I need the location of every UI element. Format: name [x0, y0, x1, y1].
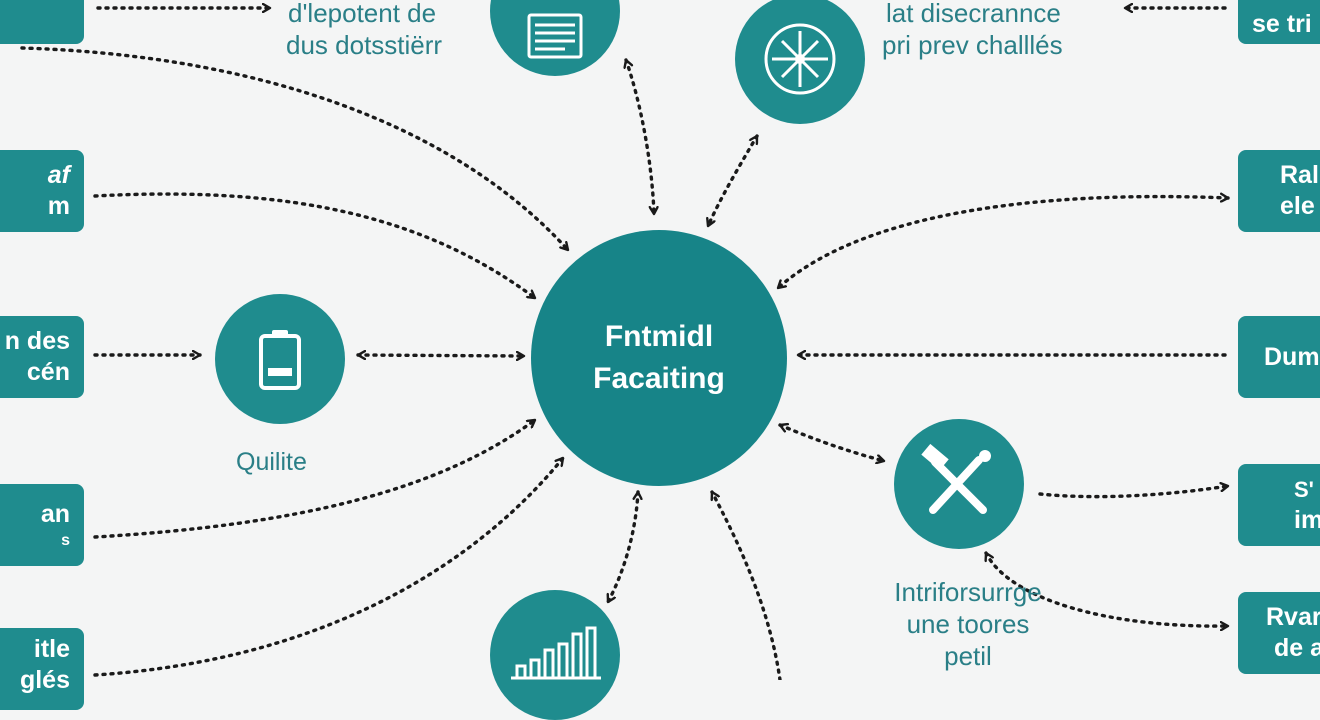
left-box-3: n des cén: [0, 316, 84, 398]
left-box-3-line2: cén: [26, 358, 70, 386]
connector-layer: [20, 0, 1230, 680]
left-box-5-line1: itle: [33, 635, 70, 663]
central-hub: Fntmidl Facaiting: [531, 230, 787, 486]
left-box-4-line2: s: [61, 531, 70, 549]
label-quilite-text: Quilite: [236, 448, 307, 476]
left-box-5: itle glés: [0, 628, 84, 710]
arrow-hub-tools: [778, 425, 886, 461]
right-box-5-line1: Rvar: [1266, 603, 1320, 631]
arrow-compass-hub: [708, 134, 759, 228]
arrow-clipboard-hub: [356, 355, 526, 356]
arrow-tools-right5: [984, 551, 1230, 626]
right-box-4-line1: S': [1294, 477, 1314, 502]
arrow-doc-hub: [626, 58, 654, 216]
label-bottom-right-line1: Intriforsurrge: [894, 577, 1042, 607]
left-box-2: af m: [0, 150, 84, 232]
right-box-1-line1: se tri: [1252, 10, 1312, 38]
crossed-tools-icon: [921, 444, 991, 514]
arrow-left2-to-hub: [93, 192, 537, 300]
arrow-hub-down: [710, 490, 782, 680]
left-box-2-line2: m: [47, 192, 70, 220]
hub-title-line2: Facaiting: [593, 362, 725, 395]
right-box-2: Ral ele: [1238, 150, 1320, 232]
tools-circle: [894, 419, 1024, 549]
left-box-3-line1: n des: [4, 327, 70, 355]
label-bottom-right: Intriforsurrge une toores petil: [858, 576, 1078, 672]
clipboard-circle: [215, 294, 345, 424]
label-bottom-right-line3: petil: [944, 641, 992, 671]
right-box-5: Rvar de a: [1238, 592, 1320, 674]
compass-icon: [764, 23, 836, 95]
right-box-3-line1: Dum: [1264, 342, 1320, 371]
arrow-tools-to-right4: [1038, 486, 1230, 499]
label-top-right-line1: lat disecrannce: [886, 0, 1061, 28]
hub-title-line1: Fntmidl: [604, 320, 714, 353]
label-quilite: Quilite: [236, 446, 307, 478]
right-box-4: S' im: [1238, 464, 1320, 546]
chart-circle: [490, 590, 620, 720]
label-bottom-right-line2: une toores: [906, 609, 1030, 639]
arrow-left4-to-hub: [93, 418, 537, 539]
right-box-2-line2: ele: [1280, 192, 1315, 220]
arrow-right2-hub: [776, 197, 1230, 290]
arrow-left5-to-hub: [93, 456, 565, 677]
label-top-left-line2: dus dotsstiërr: [286, 30, 443, 60]
label-top-right-line2: pri prev challlés: [882, 30, 1063, 60]
label-top-left-line1: d'lepotent de: [288, 0, 437, 28]
left-box-2-line1: af: [47, 161, 70, 189]
bar-chart-icon: [511, 626, 601, 680]
right-box-2-line1: Ral: [1280, 161, 1319, 189]
document-icon: [527, 13, 583, 59]
left-box-5-line2: glés: [19, 666, 70, 694]
compass-circle: [735, 0, 865, 124]
right-box-4-line2: im: [1294, 506, 1320, 534]
left-box-1: [0, 0, 84, 44]
arrow-hub-chart: [606, 490, 638, 604]
left-box-4: an s: [0, 484, 84, 566]
clipboard-icon: [259, 330, 301, 390]
right-box-3: Dum: [1238, 316, 1320, 398]
arrow-top-left-to-hub: [20, 46, 570, 252]
left-box-4-line1: an: [40, 499, 70, 528]
label-top-left: d'lepotent de dus dotsstiërr: [286, 0, 442, 61]
right-box-1: se tri: [1238, 0, 1320, 44]
right-box-5-line2: de a: [1274, 634, 1320, 662]
label-top-right: lat disecrannce pri prev challlés: [882, 0, 1063, 61]
